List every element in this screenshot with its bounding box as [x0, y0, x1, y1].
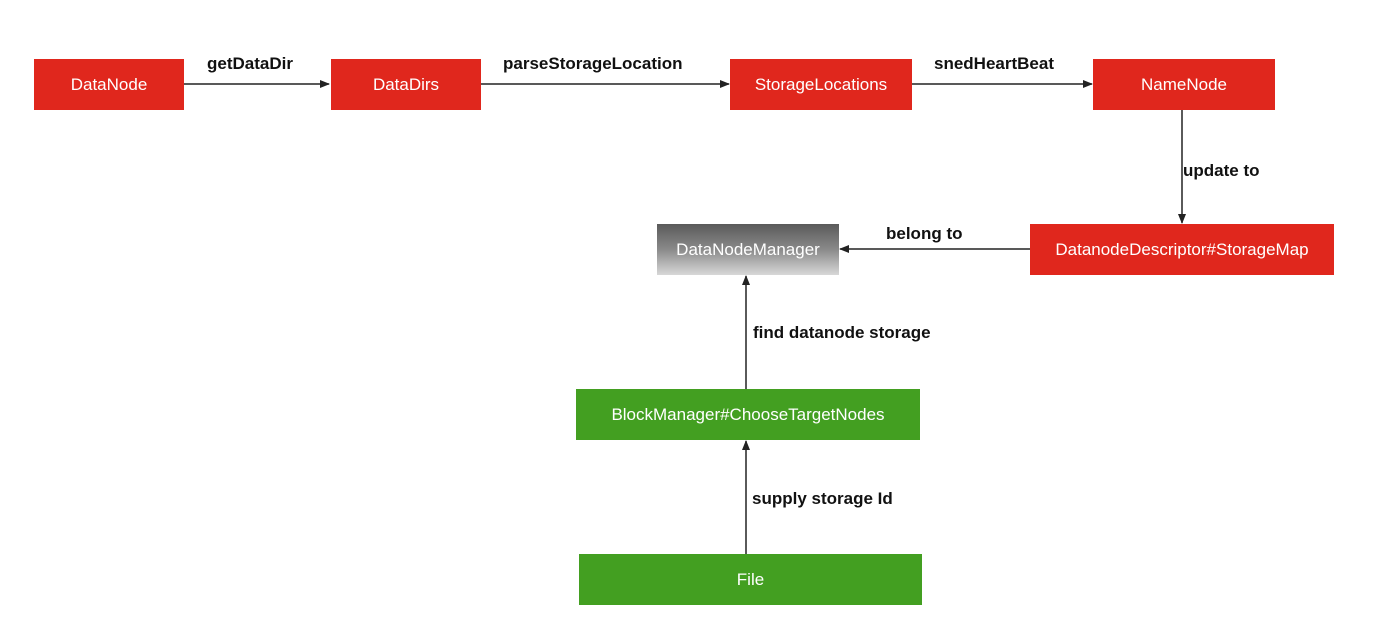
namenode-node: NameNode: [1093, 59, 1275, 110]
storage-locations-node: StorageLocations: [730, 59, 912, 110]
blockmanager-choosetargetnodes-node: BlockManager#ChooseTargetNodes: [576, 389, 920, 440]
edge-label-update-to: update to: [1183, 161, 1260, 180]
datadirs-node: DataDirs: [331, 59, 481, 110]
file-node: File: [579, 554, 922, 605]
edge-label-getdatadir: getDataDir: [207, 54, 293, 73]
datanode-node: DataNode: [34, 59, 184, 110]
edge-label-belong-to: belong to: [886, 224, 963, 243]
datanode-descriptor-storagemap-node: DatanodeDescriptor#StorageMap: [1030, 224, 1334, 275]
edge-label-supply-storage-id: supply storage Id: [752, 489, 893, 508]
datanode-manager-node: DataNodeManager: [657, 224, 839, 275]
edge-label-snedheartbeat: snedHeartBeat: [934, 54, 1054, 73]
edge-label-parsestoragelocation: parseStorageLocation: [503, 54, 683, 73]
edge-label-find-datanode-storage: find datanode storage: [753, 323, 931, 342]
